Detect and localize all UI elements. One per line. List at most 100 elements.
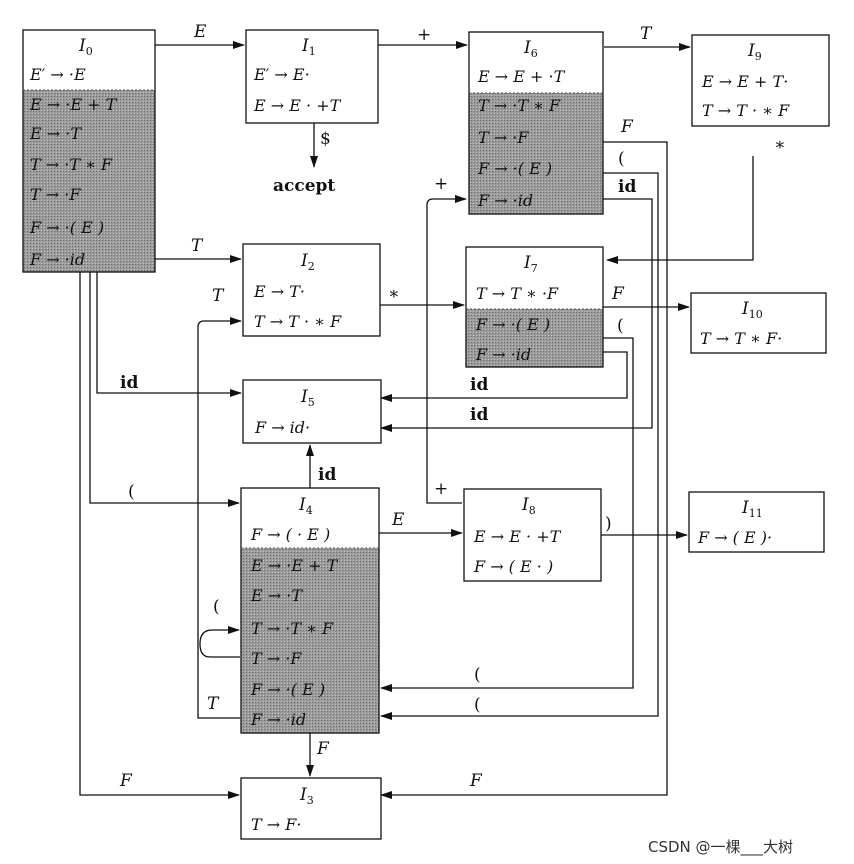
label-i8-i11: ) xyxy=(605,514,612,534)
state-i2-kernel-1: T → T · ∗ F xyxy=(254,312,342,331)
edge-i6-i5 xyxy=(380,198,653,432)
state-i8-kernel-0: E → E · +T xyxy=(473,527,562,546)
edge-i0-i4 xyxy=(89,272,240,507)
state-i3: I3 T → F· xyxy=(240,777,382,840)
label-i2-i7: ∗ xyxy=(388,284,400,304)
state-i0-closure-3: T → ·F xyxy=(30,185,81,204)
state-i0-title: I0 xyxy=(78,36,93,58)
watermark: CSDN @一棵___大树 xyxy=(648,838,793,857)
state-i6-kernel-0: E → E + ·T xyxy=(477,67,566,86)
state-i4: I4 F → ( · E ) E → ·E + T E → ·T T → ·T … xyxy=(240,487,380,734)
label-i7-i10: F xyxy=(611,284,625,304)
label-i7-paren: ( xyxy=(617,316,624,336)
state-i5-title: I5 xyxy=(300,387,315,409)
state-i6-closure-0: T → ·T ∗ F xyxy=(478,96,561,115)
state-i7-kernel-0: T → T ∗ ·F xyxy=(476,284,559,303)
label-i0-i2: T xyxy=(191,236,204,256)
label-i4-self: ( xyxy=(213,597,220,617)
state-i9: I9 E → E + T· T → T · ∗ F xyxy=(691,34,830,127)
label-i6-plus-in: + xyxy=(434,174,448,194)
state-i5-kernel-0: F → id· xyxy=(254,418,310,437)
label-i0-i5: id xyxy=(120,373,138,393)
label-i6-i5: id xyxy=(470,405,488,425)
state-i6-closure-2: F → ·( E ) xyxy=(477,159,552,178)
state-i0-kernel-0: E′ → ·E xyxy=(29,65,86,84)
edge-i4-self xyxy=(199,626,240,658)
state-i6-closure-3: F → ·id xyxy=(477,191,533,210)
state-i3-kernel-0: T → F· xyxy=(251,815,301,834)
state-i9-title: I9 xyxy=(747,41,762,63)
state-i4-closure-5: F → ·id xyxy=(250,710,306,729)
state-i4-closure-2: T → ·T ∗ F xyxy=(251,619,334,638)
state-i0-closure-0: E → ·E + T xyxy=(29,95,118,114)
state-i6-title: I6 xyxy=(523,38,538,60)
state-i2-title: I2 xyxy=(300,251,315,273)
label-i1-i6: + xyxy=(417,25,431,45)
state-i7-title: I7 xyxy=(523,253,538,275)
edges xyxy=(79,41,754,799)
state-i10: I10 T → T ∗ F· xyxy=(690,292,827,354)
edge-i6-i4 xyxy=(380,172,659,720)
edge-i6-i3 xyxy=(380,141,668,799)
label-i4-i3: F xyxy=(316,739,330,759)
state-i1-title: I1 xyxy=(301,36,316,58)
label-i6-f: F xyxy=(620,117,634,137)
state-i6: I6 E → E + ·T T → ·T ∗ F T → ·F F → ·( E… xyxy=(468,31,604,215)
label-i4-i8: E xyxy=(391,510,405,530)
label-i6-i9: T xyxy=(640,24,653,44)
label-i6-i4: ( xyxy=(474,695,481,715)
state-i6-closure-1: T → ·F xyxy=(478,128,529,147)
state-i4-closure-4: F → ·( E ) xyxy=(250,680,325,699)
state-i8-kernel-1: F → ( E · ) xyxy=(473,557,553,576)
label-i9-i7: ∗ xyxy=(774,135,786,155)
state-i0-closure-5: F → ·id xyxy=(29,250,85,269)
label-i4-i2-top: T xyxy=(212,286,225,306)
label-i7-i5: id xyxy=(470,375,488,395)
state-i9-kernel-0: E → E + T· xyxy=(701,72,788,91)
state-i3-title: I3 xyxy=(299,785,314,807)
state-i7: I7 T → T ∗ ·F F → ·( E ) F → ·id xyxy=(465,246,604,368)
state-i4-title: I4 xyxy=(298,495,313,517)
label-i4-i2: T xyxy=(207,694,220,714)
label-i0-i4: ( xyxy=(128,482,135,502)
state-i11-title: I11 xyxy=(741,498,763,520)
label-i0-i1: E xyxy=(193,22,207,42)
state-i4-closure-0: E → ·E + T xyxy=(250,556,339,575)
accept-label: accept xyxy=(273,176,335,196)
edge-labels: E + T ∗ T ∗ F id id id ( id E ) + + T T … xyxy=(119,22,786,791)
edge-i8-i6 xyxy=(426,195,467,504)
state-i0-closure-4: F → ·( E ) xyxy=(29,218,104,237)
label-i6-i3: F xyxy=(469,771,483,791)
edge-i7-i4 xyxy=(380,337,634,692)
label-i4-i5: id xyxy=(318,465,336,485)
accept-symbol: $ xyxy=(320,129,331,149)
state-i4-closure-1: E → ·T xyxy=(250,586,303,605)
state-i4-kernel-0: F → ( · E ) xyxy=(250,525,330,544)
state-i1-kernel-0: E′ → E· xyxy=(253,65,310,84)
label-i8-i6: + xyxy=(434,479,448,499)
state-i1-kernel-1: E → E · +T xyxy=(253,96,342,115)
state-i2-kernel-0: E → T· xyxy=(253,282,305,301)
state-i11: I11 F → ( E )· xyxy=(688,491,825,553)
label-i6-paren: ( xyxy=(618,149,625,169)
edge-i9-i7 xyxy=(606,156,754,264)
state-i8-title: I8 xyxy=(521,495,536,517)
state-i10-title: I10 xyxy=(741,299,763,321)
label-i0-i3: F xyxy=(119,771,133,791)
label-i6-id: id xyxy=(618,177,636,197)
state-i5: I5 F → id· xyxy=(242,379,382,444)
state-i10-kernel-0: T → T ∗ F· xyxy=(700,329,782,348)
state-i0: I0 E′ → ·E E → ·E + T E → ·T T → ·T ∗ F … xyxy=(22,29,156,273)
state-i7-closure-1: F → ·id xyxy=(475,345,531,364)
state-i2: I2 E → T· T → T · ∗ F xyxy=(242,243,381,337)
state-i4-closure-3: T → ·F xyxy=(251,649,302,668)
state-i11-kernel-0: F → ( E )· xyxy=(697,528,772,547)
edge-i0-i3 xyxy=(79,272,240,799)
state-i8: I8 E → E · +T F → ( E · ) xyxy=(463,488,602,582)
edge-i0-i5 xyxy=(96,272,242,397)
edge-i7-i5 xyxy=(380,351,628,402)
state-i7-closure-0: F → ·( E ) xyxy=(475,315,550,334)
label-i7-i4: ( xyxy=(474,665,481,685)
state-i0-closure-2: T → ·T ∗ F xyxy=(30,155,113,174)
